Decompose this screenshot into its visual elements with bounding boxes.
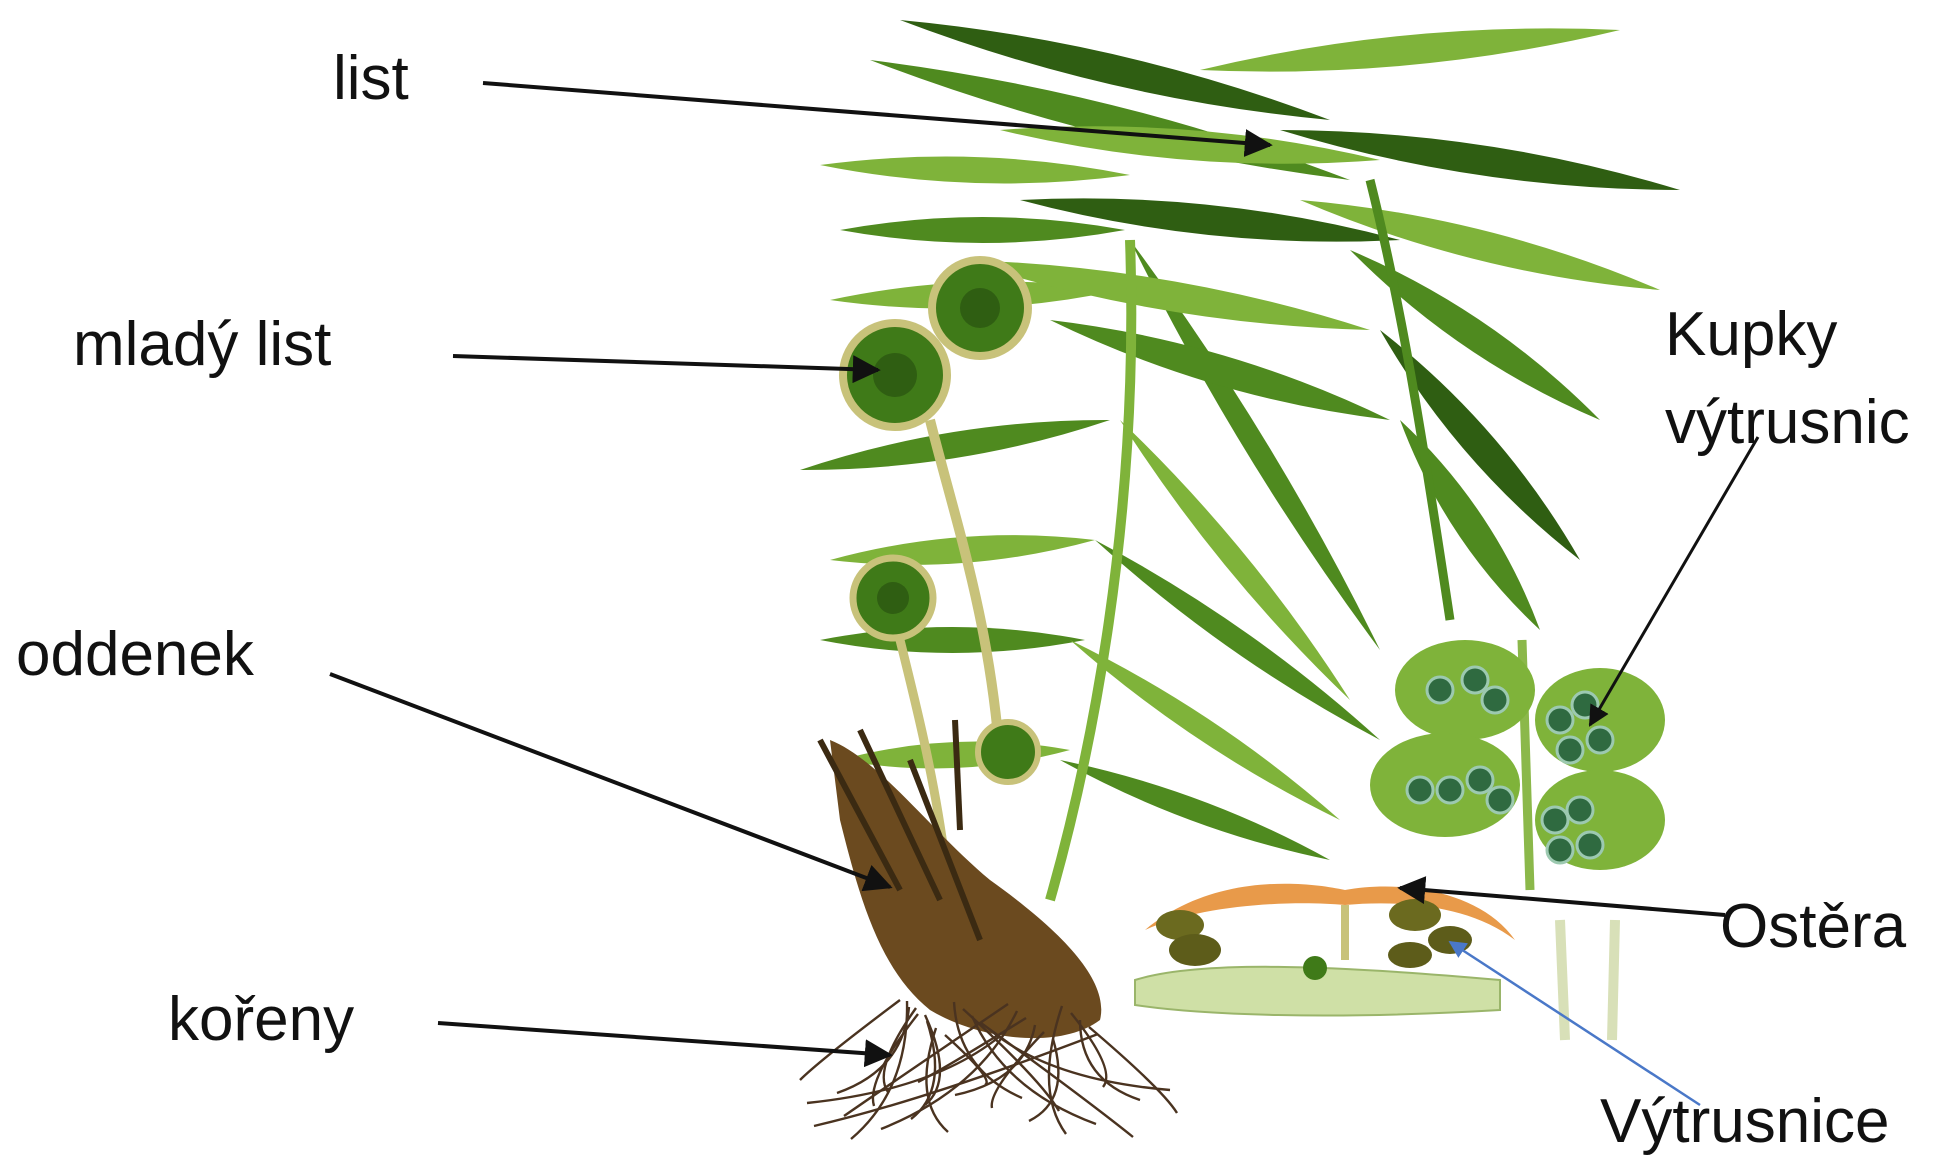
rhizome-shape: [830, 740, 1101, 1038]
label-young-leaf: mladý list: [73, 308, 331, 382]
sorus-dot: [1587, 727, 1613, 753]
arrow-sporangia: [1450, 942, 1700, 1105]
label-rhizome: oddenek: [16, 618, 254, 692]
label-sporangia: Výtrusnice: [1600, 1085, 1889, 1159]
arrow-rhizome: [330, 674, 890, 887]
sorus-dot: [1547, 837, 1573, 863]
pinna: [800, 420, 1110, 470]
sorus-dot: [1547, 707, 1573, 733]
hair-detail: [1560, 920, 1615, 1040]
arrow-sori: [1590, 437, 1758, 725]
sorus-dot: [1427, 677, 1453, 703]
pinna: [1120, 420, 1350, 700]
sorus-dot: [1467, 767, 1493, 793]
pinna: [840, 217, 1125, 243]
sorus-dot: [1557, 737, 1583, 763]
sorus-cross-section: [1135, 884, 1515, 1016]
sorus-dot: [1577, 832, 1603, 858]
root-strand: [1080, 1020, 1140, 1100]
label-leaf: list: [333, 42, 409, 116]
sorus-dot: [1437, 777, 1463, 803]
pinna: [1060, 760, 1330, 860]
root-strand: [1089, 1027, 1177, 1113]
pinna: [820, 627, 1085, 653]
pinnule-detail: [1370, 640, 1665, 890]
arrow-young-leaf: [453, 356, 878, 370]
arrow-roots: [438, 1023, 890, 1055]
label-sori-line2: výtrusnic: [1665, 386, 1910, 460]
root-strand: [926, 1028, 948, 1132]
root-strand: [884, 1008, 916, 1092]
pinna: [1300, 200, 1660, 290]
sorus-dot: [1482, 687, 1508, 713]
pinna: [1200, 28, 1620, 71]
sorus-dot: [1572, 692, 1598, 718]
label-roots: kořeny: [168, 983, 354, 1057]
sorus-dot: [1567, 797, 1593, 823]
fiddlehead-top: [932, 260, 1028, 356]
pinna: [1070, 640, 1340, 820]
sorus-dot: [1462, 667, 1488, 693]
sorus-dot: [1542, 807, 1568, 833]
pinna: [820, 157, 1130, 184]
sorus-dot: [1487, 787, 1513, 813]
label-indusium: Ostěra: [1720, 890, 1906, 964]
sorus-dot: [1407, 777, 1433, 803]
fiddlehead-bottom: [978, 722, 1038, 782]
label-sori-line1: Kupky: [1665, 298, 1837, 372]
